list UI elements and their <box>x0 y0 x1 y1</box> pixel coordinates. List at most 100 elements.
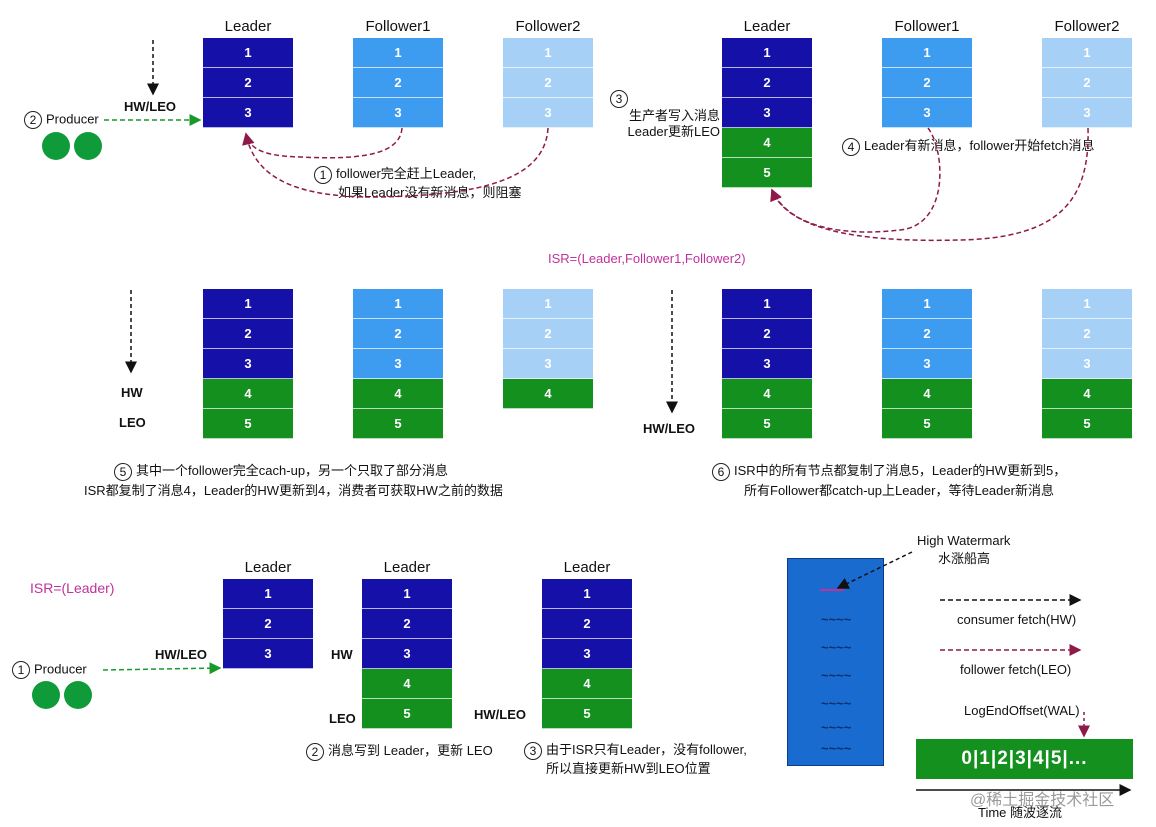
step-number: 3 <box>610 90 628 108</box>
log-cell: 5 <box>722 409 812 439</box>
log-cell: 3 <box>503 349 593 379</box>
log-cell: 2 <box>542 609 632 639</box>
log-cell: 3 <box>542 639 632 669</box>
fetch-arrow <box>242 127 549 198</box>
log-cell: 1 <box>223 579 313 609</box>
note-line: 由于ISR只有Leader，没有follower, <box>546 742 747 757</box>
log-cell: 1 <box>362 579 452 609</box>
log-cell: 4 <box>362 669 452 699</box>
note-text: Leader有新消息，follower开始fetch消息 <box>864 138 1095 153</box>
follower1-log: 1 2 3 <box>882 38 972 128</box>
consumer-fetch-label: consumer fetch(HW) <box>957 612 1077 627</box>
log-cell: 4 <box>542 669 632 699</box>
log-cell: 3 <box>353 349 443 379</box>
log-cell: 1 <box>1042 289 1132 319</box>
producer-icon <box>32 681 96 714</box>
log-cell: 3 <box>203 98 293 128</box>
log-cell: 1 <box>542 579 632 609</box>
follower2-log: 1 2 3 <box>503 38 593 128</box>
note-line: Leader更新LEO <box>627 124 721 139</box>
log-cell: 1 <box>203 38 293 68</box>
hwleo-label: HW/LEO <box>155 647 207 662</box>
wave-mark: ~~~~ <box>821 668 852 683</box>
follower1-header: Follower1 <box>894 18 960 35</box>
log-cell: 2 <box>882 68 972 98</box>
note-line: 所以直接更新HW到LEO位置 <box>546 760 711 776</box>
log-cell: 4 <box>503 379 593 409</box>
log-cell: 1 <box>1042 38 1132 68</box>
follower2-log: 1 2 3 4 5 <box>1042 289 1132 439</box>
follower-fetch-label: follower fetch(LEO) <box>960 662 1072 677</box>
wave-mark: ~~~~ <box>821 612 852 627</box>
log-cell: 2 <box>503 319 593 349</box>
watermark-text: @稀土掘金技术社区 <box>970 792 1115 809</box>
leo-label: LEO <box>119 415 146 430</box>
leader-log: 1 2 3 4 5 <box>203 289 293 439</box>
hwleo-label: HW/LEO <box>124 99 176 114</box>
leader-header: Leader <box>743 18 791 35</box>
log-cell: 2 <box>1042 68 1132 98</box>
isr-label: ISR=(Leader,Follower1,Follower2) <box>548 251 746 266</box>
log-cell: 3 <box>203 349 293 379</box>
log-cell: 2 <box>203 68 293 98</box>
follower2-header: Follower2 <box>515 18 581 35</box>
log-cell: 2 <box>503 68 593 98</box>
log-cell: 1 <box>353 38 443 68</box>
isr-leader-label: ISR=(Leader) <box>30 580 115 596</box>
leader-header: Leader <box>224 18 272 35</box>
log-cell: 2 <box>882 319 972 349</box>
hw-marker <box>820 589 844 591</box>
wal-bar: 0|1|2|3|4|5|... <box>916 739 1133 779</box>
fetch-arrow <box>770 127 1089 242</box>
log-cell: 4 <box>882 379 972 409</box>
wave-mark: ~~~~ <box>821 741 852 756</box>
log-cell: 2 <box>722 319 812 349</box>
leader-header: Leader <box>563 559 611 576</box>
log-cell: 2 <box>223 609 313 639</box>
step3-note: 3 生产者写入消息 Leader更新LEO <box>610 90 720 140</box>
note-line: 其中一个follower完全cach-up，另一个只取了部分消息 <box>136 463 449 478</box>
log-cell: 1 <box>882 38 972 68</box>
hw-label: HW <box>331 647 353 662</box>
note-line: follower完全赶上Leader, <box>336 166 477 181</box>
note-line: 如果Leader没有新消息，则阻塞 <box>338 184 522 200</box>
log-cell: 3 <box>722 349 812 379</box>
log-cell: 5 <box>203 409 293 439</box>
log-cell: 1 <box>722 38 812 68</box>
log-cell: 1 <box>722 289 812 319</box>
log-end-offset-label: LogEndOffset(WAL) <box>964 703 1080 718</box>
wave-mark: ~~~~ <box>821 696 852 711</box>
follower1-header: Follower1 <box>365 18 431 35</box>
produce-arrow <box>102 662 222 675</box>
step-number: 4 <box>842 137 860 156</box>
leader-log: 1 2 3 4 5 <box>542 579 632 729</box>
leader-log: 1 2 3 4 5 <box>362 579 452 729</box>
log-cell: 4 <box>722 379 812 409</box>
leader-header: Leader <box>244 559 292 576</box>
follower1-log: 1 2 3 4 5 <box>882 289 972 439</box>
hw-label: HW <box>121 385 143 400</box>
log-cell: 1 <box>203 289 293 319</box>
log-cell: 2 <box>353 68 443 98</box>
hw-subtitle: 水涨船高 <box>938 551 991 566</box>
log-cell: 2 <box>722 68 812 98</box>
log-cell: 5 <box>353 409 443 439</box>
log-cell: 1 <box>503 289 593 319</box>
log-cell: 3 <box>882 349 972 379</box>
follower2-header: Follower2 <box>1054 18 1120 35</box>
note-line: 所有Follower都catch-up上Leader，等待Leader新消息 <box>744 482 1054 498</box>
log-cell: 3 <box>503 98 593 128</box>
follower1-log: 1 2 3 <box>353 38 443 128</box>
leader-header: Leader <box>383 559 431 576</box>
note-line: 生产者写入消息 <box>628 108 720 123</box>
step-number: 2 <box>306 742 324 761</box>
log-cell: 3 <box>353 98 443 128</box>
hw-title: High Watermark <box>917 533 1011 548</box>
